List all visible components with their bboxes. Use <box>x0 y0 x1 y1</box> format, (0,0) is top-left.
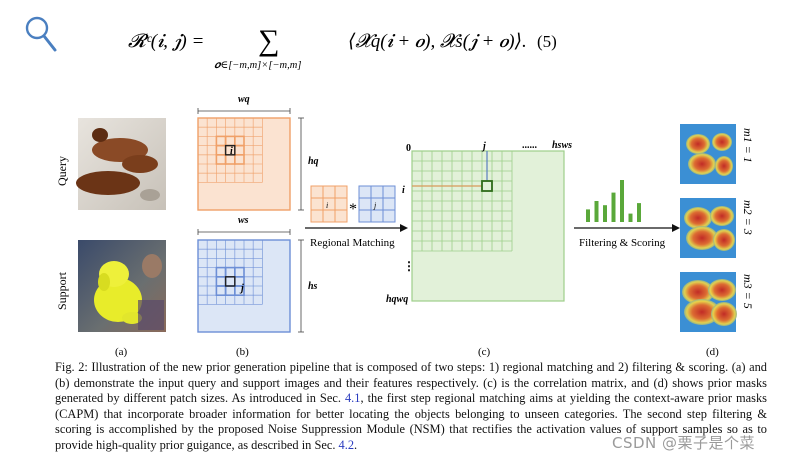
score-bar <box>603 205 607 222</box>
query-image <box>76 118 166 210</box>
equation-rhs: ⟨𝓧q(𝒊 + 𝒐), 𝓧s(𝒋 + 𝒐)⟩. <box>348 31 527 52</box>
support-patch-frame <box>358 185 396 223</box>
caption-text-2: , the first step regional matching aims … <box>55 391 767 452</box>
query-feature-window-cell <box>234 154 245 165</box>
panel-label-d: (d) <box>706 346 719 358</box>
score-bar <box>611 192 616 222</box>
mask-1-activation <box>688 153 716 175</box>
panel-label-c: (c) <box>478 346 491 358</box>
section-link-4-2[interactable]: 4.2 <box>338 437 355 452</box>
score-bar <box>620 180 624 222</box>
panel-label-a: (a) <box>115 346 128 358</box>
query-patch <box>310 185 348 223</box>
vdots: ⋮ <box>403 259 415 273</box>
regional-matching-label: Regional Matching <box>310 237 395 249</box>
mask-2-activation <box>713 229 735 251</box>
panel-label-b: (b) <box>236 346 249 358</box>
mask-1-activation <box>686 134 710 154</box>
support-image <box>78 240 166 332</box>
matrix-frame <box>411 150 565 302</box>
support-feature-window-cell <box>234 285 245 296</box>
hdots: ...... <box>522 140 538 151</box>
magnifier-icon[interactable] <box>24 14 58 54</box>
score-bar <box>637 203 641 222</box>
mask-1-activation <box>715 156 733 176</box>
mask-3-activation <box>708 279 736 301</box>
mask-2-activation <box>710 206 734 226</box>
support-patch <box>358 185 396 223</box>
j-label-b: j <box>239 283 244 294</box>
mask-3-activation <box>684 299 720 325</box>
support-feature-grid <box>197 239 291 333</box>
wq-label: wq <box>238 94 250 105</box>
equation-lhs: 𝓡ᶜ(𝒊, 𝒋) = <box>128 31 204 52</box>
i-label-c: i <box>402 185 405 196</box>
mask-3-activation <box>682 280 714 304</box>
caption-text-1: Fig. 2: Illustration of the new prior ge… <box>55 360 767 406</box>
j-label-patch: j <box>373 201 377 210</box>
j-label-c: j <box>481 141 486 152</box>
ws-label: ws <box>238 215 249 226</box>
support-patch-cell <box>382 209 396 223</box>
equation-sum: ∑ <box>258 24 279 57</box>
figure-caption: Fig. 2: Illustration of the new prior ge… <box>55 360 767 454</box>
hqwq-label: hqwq <box>386 294 408 305</box>
score-bar <box>594 201 599 222</box>
score-bar <box>586 209 590 222</box>
mask-3-activation <box>711 302 737 326</box>
convolution-star: * <box>349 201 357 218</box>
mask-label-1: m1 = 1 <box>741 128 755 163</box>
origin-label: 0 <box>406 143 411 154</box>
query-patch-cell <box>334 209 348 223</box>
query-feature-center-cell <box>224 144 236 156</box>
mask-2-activation <box>684 207 712 229</box>
matrix-entry-ij <box>481 180 493 192</box>
support-feature-center-cell <box>224 276 236 287</box>
hs-label: hs <box>308 281 318 292</box>
prior-masks <box>680 124 737 332</box>
correlation-matrix <box>411 150 565 302</box>
section-link-4-1[interactable]: 4.1 <box>344 391 361 406</box>
hsws-label: hsws <box>552 140 572 151</box>
query-feature-grid <box>197 117 291 211</box>
score-bars <box>586 180 641 222</box>
mask-label-3: m3 = 5 <box>741 274 755 309</box>
query-patch-frame <box>310 185 348 223</box>
mask-2-activation <box>686 226 718 250</box>
score-bar <box>628 213 633 222</box>
filtering-label: Filtering & Scoring <box>579 237 666 249</box>
hq-label: hq <box>308 156 319 167</box>
equation-subscript: 𝒐∈[−m,m]×[−m,m] <box>214 60 301 71</box>
watermark: CSDN @栗子是个菜 <box>612 434 756 452</box>
query-label: Query <box>55 156 69 186</box>
i-label-b: i <box>230 146 233 157</box>
support-label: Support <box>55 271 69 310</box>
i-label-patch: i <box>326 201 328 210</box>
mask-1-activation <box>712 133 732 151</box>
caption-text-3: . <box>354 437 358 452</box>
equation-number: (5) <box>537 32 557 51</box>
mask-label-2: m2 = 3 <box>741 200 755 235</box>
